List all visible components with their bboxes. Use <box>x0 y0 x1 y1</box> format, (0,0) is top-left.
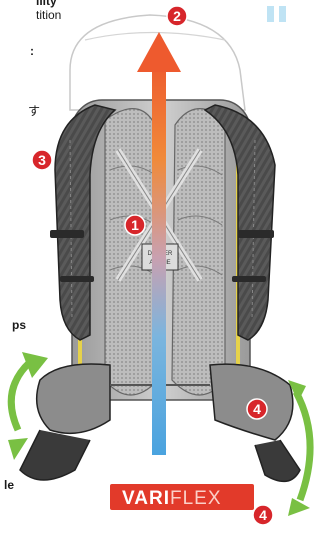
badge-2: 2 <box>167 6 187 26</box>
logo-light-part: FLEX <box>170 488 222 509</box>
badge-2-label: 2 <box>173 8 181 24</box>
badge-1: 1 <box>125 215 145 235</box>
variflex-logo: VARIFLEX <box>110 484 254 510</box>
badge-1-label: 1 <box>131 217 139 233</box>
badge-4-logo-label: 4 <box>259 507 267 523</box>
badge-3-label: 3 <box>38 152 46 168</box>
svg-text:VARIFLEX: VARIFLEX <box>122 488 222 509</box>
badge-4-logo: 4 <box>253 505 273 525</box>
badge-4-hip-label: 4 <box>253 401 261 417</box>
badge-4-hip: 4 <box>247 399 267 419</box>
pause-icon <box>267 6 286 22</box>
logo-bold-part: VARI <box>122 488 170 509</box>
badge-3: 3 <box>32 150 52 170</box>
